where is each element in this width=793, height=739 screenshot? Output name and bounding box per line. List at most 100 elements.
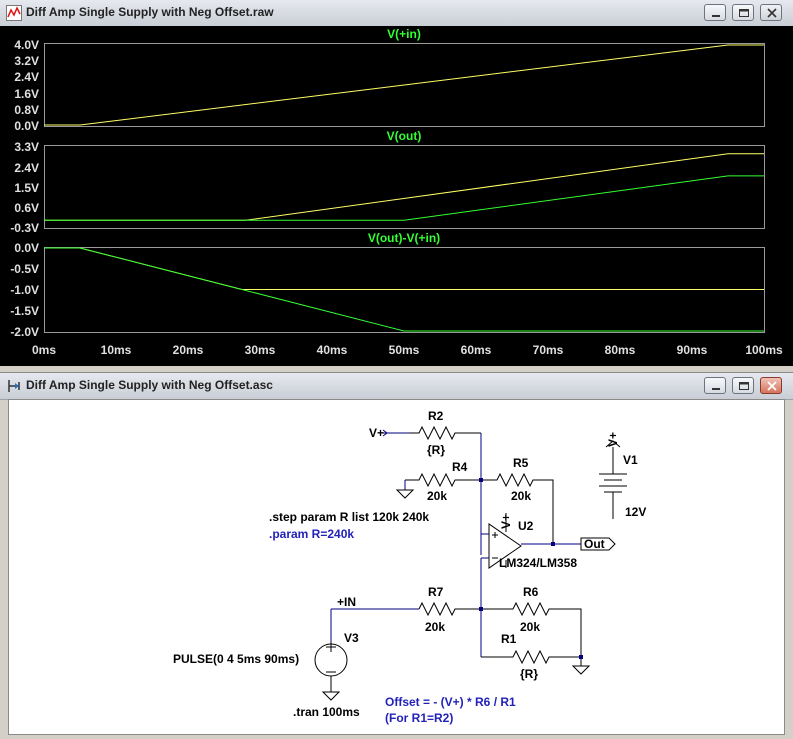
- trace-line: [44, 44, 764, 126]
- minimize-icon: [712, 388, 720, 390]
- pane-title: V(+in): [387, 27, 421, 41]
- schematic-canvas[interactable]: V+ R2 {R} R4 20k R5 20k V1 12V V+ V+ U2 …: [8, 399, 785, 735]
- x-tick-label: 50ms: [389, 343, 420, 357]
- plot-window-title: Diff Amp Single Supply with Neg Offset.r…: [26, 5, 274, 19]
- polarity-mark: [326, 642, 336, 673]
- x-tick-label: 30ms: [245, 343, 276, 357]
- x-tick-label: 20ms: [173, 343, 204, 357]
- x-tick-label: 90ms: [677, 343, 708, 357]
- y-tick-label: 0.0V: [14, 119, 39, 133]
- trace-line: [44, 175, 764, 221]
- resistor-r1[interactable]: [481, 649, 581, 665]
- schematic-window-title: Diff Amp Single Supply with Neg Offset.a…: [26, 378, 273, 392]
- value-r4: 20k: [427, 489, 447, 503]
- net-label-in: +IN: [337, 595, 356, 609]
- maximize-button[interactable]: [732, 377, 754, 394]
- waveform-plot[interactable]: V(+in) V(out) V(out)-V(+in) 4.0V 3.2V 2.…: [0, 26, 793, 366]
- comment-offset: Offset = - (V+) * R6 / R1: [385, 695, 516, 709]
- net-label-u2: V+: [499, 514, 513, 529]
- value-r1: {R}: [520, 667, 538, 681]
- y-tick-label: 4.0V: [14, 38, 39, 52]
- close-button[interactable]: [760, 377, 782, 394]
- x-tick-label: 0ms: [32, 343, 56, 357]
- ground-icon: [571, 665, 591, 675]
- plot-area[interactable]: V(+in) V(out) V(out)-V(+in) 4.0V 3.2V 2.…: [0, 26, 793, 366]
- resistor-r5[interactable]: [481, 472, 554, 544]
- ref-v1: V1: [623, 453, 638, 467]
- value-r5: 20k: [511, 489, 531, 503]
- pane-title: V(out): [387, 129, 422, 143]
- resistor-r4[interactable]: [405, 472, 481, 488]
- value-r7: 20k: [425, 620, 445, 634]
- minimize-button[interactable]: [704, 4, 726, 21]
- ref-r5: R5: [513, 456, 529, 470]
- wire: [605, 440, 621, 448]
- step-directive: .step param R list 120k 240k: [269, 510, 429, 524]
- plot-titlebar[interactable]: Diff Amp Single Supply with Neg Offset.r…: [0, 0, 793, 27]
- battery-v1[interactable]: [599, 473, 627, 493]
- y-tick-label: -1.5V: [10, 304, 39, 318]
- y-tick-label: 2.4V: [14, 70, 39, 84]
- close-button[interactable]: [760, 4, 782, 21]
- schematic-icon: [8, 380, 20, 392]
- maximize-icon: [739, 382, 749, 390]
- opamp-u2[interactable]: [488, 523, 522, 569]
- ground-icon: [321, 691, 341, 701]
- schematic-titlebar[interactable]: Diff Amp Single Supply with Neg Offset.a…: [0, 373, 793, 400]
- y-tick-label: 2.4V: [14, 161, 39, 175]
- schematic-drawing[interactable]: V+ R2 {R} R4 20k R5 20k V1 12V V+ V+ U2 …: [9, 400, 784, 734]
- trace-line: [44, 247, 764, 332]
- junction-dot: [479, 607, 483, 611]
- y-tick-label: 0.8V: [14, 103, 39, 117]
- ref-r6: R6: [523, 585, 539, 599]
- y-tick-label: 3.2V: [14, 54, 39, 68]
- ref-r4: R4: [452, 460, 468, 474]
- net-label-v1: V+: [606, 432, 620, 447]
- x-tick-label: 40ms: [317, 343, 348, 357]
- pane-title: V(out)-V(+in): [368, 231, 440, 245]
- close-icon: [767, 8, 777, 18]
- ref-r1: R1: [501, 632, 517, 646]
- junction-dot: [579, 655, 583, 659]
- tran-directive: .tran 100ms: [293, 705, 360, 719]
- model-u2: LM324/LM358: [499, 556, 577, 570]
- x-tick-label: 80ms: [605, 343, 636, 357]
- x-tick-label: 60ms: [461, 343, 492, 357]
- value-r6: 20k: [520, 620, 540, 634]
- net-label-out: Out: [584, 537, 605, 551]
- trace-line: [44, 153, 764, 221]
- ref-u2: U2: [518, 519, 534, 533]
- junction-dot: [479, 478, 483, 482]
- y-tick-label: -1.0V: [10, 283, 39, 297]
- y-tick-label: 0.0V: [14, 241, 39, 255]
- y-tick-label: 1.5V: [14, 181, 39, 195]
- wire: [382, 429, 388, 437]
- ground-icon: [395, 489, 415, 499]
- minimize-button[interactable]: [704, 377, 726, 394]
- y-tick-label: -0.5V: [10, 262, 39, 276]
- out-flag[interactable]: [580, 537, 616, 551]
- close-icon: [767, 381, 777, 391]
- polarity-mark: [492, 532, 498, 559]
- ref-r7: R7: [428, 585, 444, 599]
- plot-window: Diff Amp Single Supply with Neg Offset.r…: [0, 0, 793, 366]
- resistor-r2[interactable]: [409, 425, 481, 441]
- resistor-r6[interactable]: [481, 601, 582, 657]
- param-directive: .param R=240k: [269, 527, 354, 541]
- y-tick-label: 3.3V: [14, 140, 39, 154]
- comment-condition: (For R1=R2): [385, 711, 453, 725]
- y-tick-label: -0.3V: [10, 221, 39, 235]
- maximize-button[interactable]: [732, 4, 754, 21]
- pane-frame: [44, 247, 765, 333]
- junction-dot: [551, 542, 555, 546]
- maximize-icon: [739, 9, 749, 17]
- net-label-vplus: V+: [369, 426, 384, 440]
- y-tick-label: -2.0V: [10, 325, 39, 339]
- resistor-r7[interactable]: [418, 601, 481, 617]
- value-r2: {R}: [427, 443, 445, 457]
- schematic-window: Diff Amp Single Supply with Neg Offset.a…: [0, 372, 793, 737]
- minimize-icon: [712, 15, 720, 17]
- pane-frame: [44, 43, 765, 127]
- y-tick-label: 0.6V: [14, 201, 39, 215]
- x-tick-label: 10ms: [101, 343, 132, 357]
